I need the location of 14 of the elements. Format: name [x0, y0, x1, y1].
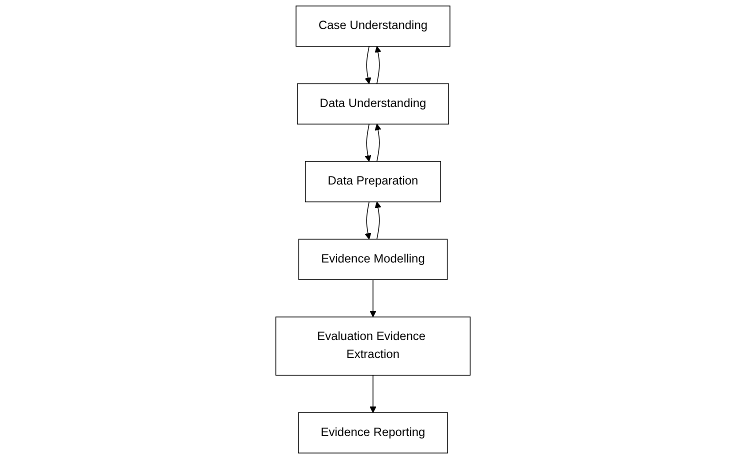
arrow — [370, 374, 376, 413]
node-box: Data Preparation — [304, 161, 442, 202]
arrow — [364, 201, 372, 240]
node-box: Evaluation Evidence Extraction — [275, 316, 471, 376]
arrow — [374, 46, 382, 84]
node-box: Data Understanding — [297, 83, 449, 124]
arrow — [374, 124, 382, 162]
arrow — [374, 202, 382, 240]
arrow — [364, 46, 372, 84]
node-box: Evidence Reporting — [298, 412, 448, 454]
node-box: Evidence Modelling — [298, 238, 448, 280]
arrow — [370, 279, 376, 318]
node-box: Case Understanding — [296, 6, 450, 47]
arrow — [364, 124, 372, 162]
